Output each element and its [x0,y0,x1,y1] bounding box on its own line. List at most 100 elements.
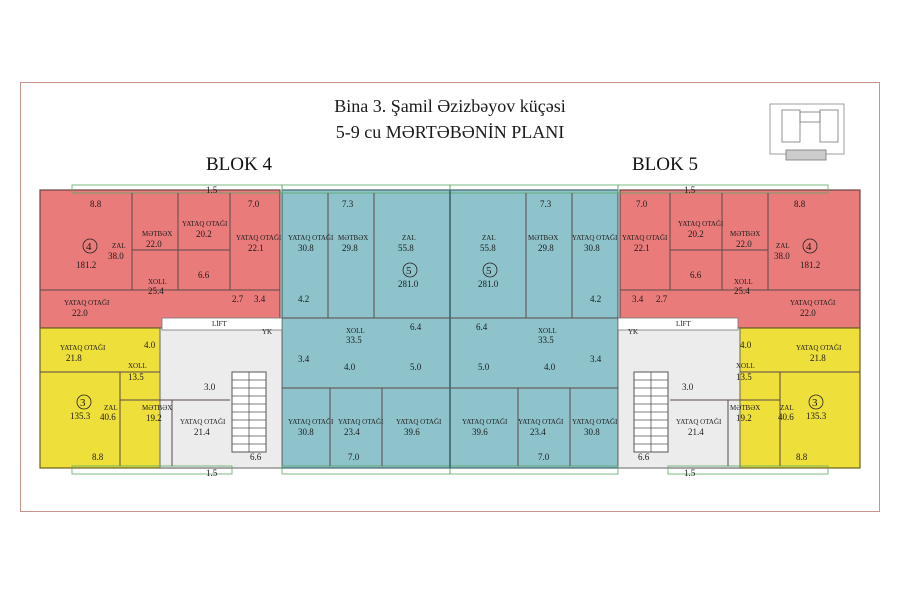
svg-text:33.5: 33.5 [538,335,554,345]
svg-text:19.2: 19.2 [736,413,752,423]
svg-text:7.0: 7.0 [348,452,360,462]
svg-text:7.0: 7.0 [248,199,260,209]
svg-text:YATAQ OTAĞI: YATAQ OTAĞI [462,418,508,426]
svg-text:40.6: 40.6 [778,412,794,422]
svg-text:MƏTBƏX: MƏTBƏX [142,404,172,412]
svg-text:6.6: 6.6 [250,452,262,462]
svg-text:55.8: 55.8 [480,243,496,253]
svg-text:YATAQ OTAĞI: YATAQ OTAĞI [678,220,724,228]
svg-text:8.8: 8.8 [90,199,102,209]
svg-text:5: 5 [406,265,412,277]
svg-text:3.4: 3.4 [632,294,644,304]
block-5-label: BLOK 5 [632,154,698,175]
svg-text:135.3: 135.3 [70,411,91,421]
svg-text:YK: YK [262,328,272,336]
svg-text:22.0: 22.0 [72,308,88,318]
svg-text:YATAQ OTAĞI: YATAQ OTAĞI [622,234,668,242]
svg-text:5.0: 5.0 [410,362,422,372]
svg-text:13.5: 13.5 [128,372,144,382]
drawing-frame [20,82,880,512]
svg-text:21.8: 21.8 [66,353,82,363]
svg-text:22.1: 22.1 [634,243,650,253]
svg-text:4.0: 4.0 [344,362,356,372]
svg-text:YATAQ OTAĞI: YATAQ OTAĞI [676,418,722,426]
svg-text:23.4: 23.4 [344,427,360,437]
svg-text:ZAL: ZAL [482,234,496,242]
svg-text:YATAQ OTAĞI: YATAQ OTAĞI [60,344,106,352]
svg-text:20.2: 20.2 [688,229,704,239]
svg-text:39.6: 39.6 [404,427,420,437]
svg-text:MƏTBƏX: MƏTBƏX [142,230,172,238]
svg-text:XOLL: XOLL [148,278,167,286]
svg-text:21.8: 21.8 [810,353,826,363]
svg-text:MƏTBƏX: MƏTBƏX [338,234,368,242]
svg-text:3.4: 3.4 [254,294,266,304]
block-4-label: BLOK 4 [206,154,272,175]
svg-text:22.0: 22.0 [800,308,816,318]
block-5-plan [449,184,861,475]
svg-text:29.8: 29.8 [342,243,358,253]
svg-text:2.7: 2.7 [656,294,668,304]
svg-text:8.8: 8.8 [796,452,808,462]
svg-text:1.5: 1.5 [206,468,218,478]
svg-text:4.2: 4.2 [298,294,309,304]
svg-text:YATAQ OTAĞI: YATAQ OTAĞI [518,418,564,426]
svg-text:5: 5 [486,265,492,277]
svg-text:1.5: 1.5 [206,185,218,195]
svg-text:38.0: 38.0 [774,251,790,261]
svg-text:22.0: 22.0 [146,239,162,249]
block-4-labels: 8.8 7.0 1.5 4 181.2 ZAL 38.0 MƏTBƏX 22.0… [60,185,442,478]
svg-text:7.0: 7.0 [636,199,648,209]
svg-text:21.4: 21.4 [194,427,210,437]
svg-text:YK: YK [628,328,638,336]
svg-text:281.0: 281.0 [478,279,499,289]
block-5-labels: 8.8 7.0 1.5 4 181.2 ZAL 38.0 MƏTBƏX 22.0… [462,185,842,478]
svg-text:40.6: 40.6 [100,412,116,422]
svg-text:281.0: 281.0 [398,279,419,289]
svg-text:25.4: 25.4 [148,286,164,296]
svg-text:3.0: 3.0 [682,382,694,392]
svg-text:30.8: 30.8 [584,427,600,437]
svg-text:LİFT: LİFT [212,320,228,328]
svg-text:22.0: 22.0 [736,239,752,249]
svg-text:MƏTBƏX: MƏTBƏX [730,404,760,412]
svg-text:YATAQ OTAĞI: YATAQ OTAĞI [572,418,618,426]
svg-text:22.1: 22.1 [248,243,264,253]
svg-text:8.8: 8.8 [794,199,806,209]
svg-text:2.7: 2.7 [232,294,244,304]
svg-text:MƏTBƏX: MƏTBƏX [730,230,760,238]
svg-text:20.2: 20.2 [196,229,212,239]
svg-text:7.3: 7.3 [540,199,552,209]
svg-text:YATAQ OTAĞI: YATAQ OTAĞI [396,418,442,426]
svg-text:7.0: 7.0 [538,452,550,462]
svg-text:30.8: 30.8 [298,427,314,437]
svg-text:YATAQ OTAĞI: YATAQ OTAĞI [790,299,836,307]
svg-text:5.0: 5.0 [478,362,490,372]
svg-text:4.0: 4.0 [544,362,556,372]
svg-text:XOLL: XOLL [734,278,753,286]
svg-text:3.4: 3.4 [590,354,602,364]
svg-text:6.6: 6.6 [638,452,650,462]
svg-text:4: 4 [86,241,92,253]
svg-text:YATAQ OTAĞI: YATAQ OTAĞI [180,418,226,426]
svg-text:8.8: 8.8 [92,452,104,462]
key-plan [769,103,845,161]
floor-plan-title: 5-9 cu MƏRTƏBƏNİN PLANI [335,122,565,142]
svg-text:XOLL: XOLL [538,327,557,335]
svg-text:XOLL: XOLL [128,362,147,370]
svg-text:ZAL: ZAL [112,242,126,250]
building-address: Bina 3. Şamil Əzizbəyov küçəsi [334,96,566,116]
svg-text:YATAQ OTAĞI: YATAQ OTAĞI [288,418,334,426]
svg-text:13.5: 13.5 [736,372,752,382]
svg-text:ZAL: ZAL [776,242,790,250]
svg-text:29.8: 29.8 [538,243,554,253]
svg-text:6.4: 6.4 [476,322,488,332]
svg-text:MƏTBƏX: MƏTBƏX [528,234,558,242]
svg-text:1.5: 1.5 [684,185,696,195]
svg-text:25.4: 25.4 [734,286,750,296]
svg-text:135.3: 135.3 [806,411,827,421]
block-4-plan [39,184,451,475]
svg-text:7.3: 7.3 [342,199,354,209]
svg-text:4.2: 4.2 [590,294,601,304]
